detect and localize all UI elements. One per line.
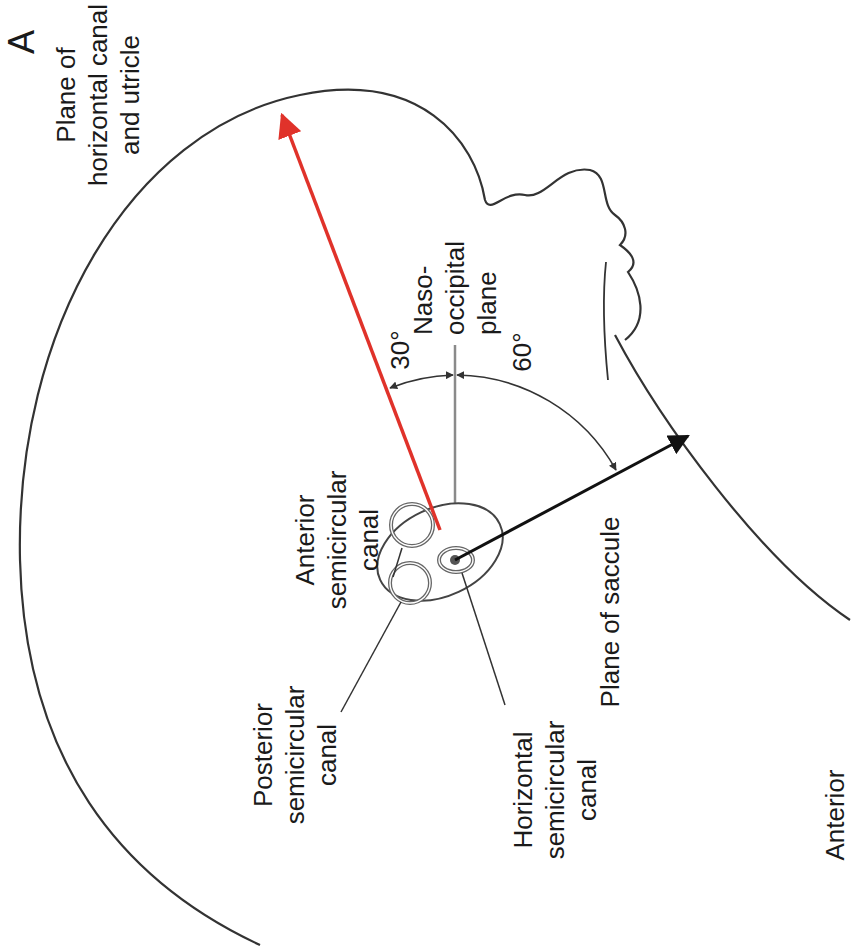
- plane-label: Plane of horizontal canal and utricle: [50, 0, 146, 198]
- part-label: Anterior semicircular canal: [289, 465, 385, 615]
- jaw-line: [615, 335, 850, 620]
- angle-value: 60°: [506, 322, 538, 382]
- leader-line: [462, 573, 505, 705]
- plane-label: Plane of saccule: [594, 497, 626, 727]
- leader-line: [393, 548, 402, 577]
- direction-label: Anterior: [819, 745, 851, 885]
- head-outline: [20, 90, 641, 945]
- leader-line: [341, 602, 401, 712]
- panel-letter: A: [0, 22, 44, 62]
- labyrinth: [362, 484, 519, 620]
- angle-arc: [457, 375, 616, 470]
- part-label: Horizontal semicircular canal: [507, 715, 603, 865]
- plane-label: Naso-occipital plane: [407, 235, 503, 335]
- angle-value: 30°: [384, 320, 416, 380]
- angle-arc: [390, 375, 453, 388]
- mouth-line: [604, 262, 608, 380]
- saccule-plane-arrow: [455, 436, 688, 560]
- part-label: Posterior semicircular canal: [247, 680, 343, 830]
